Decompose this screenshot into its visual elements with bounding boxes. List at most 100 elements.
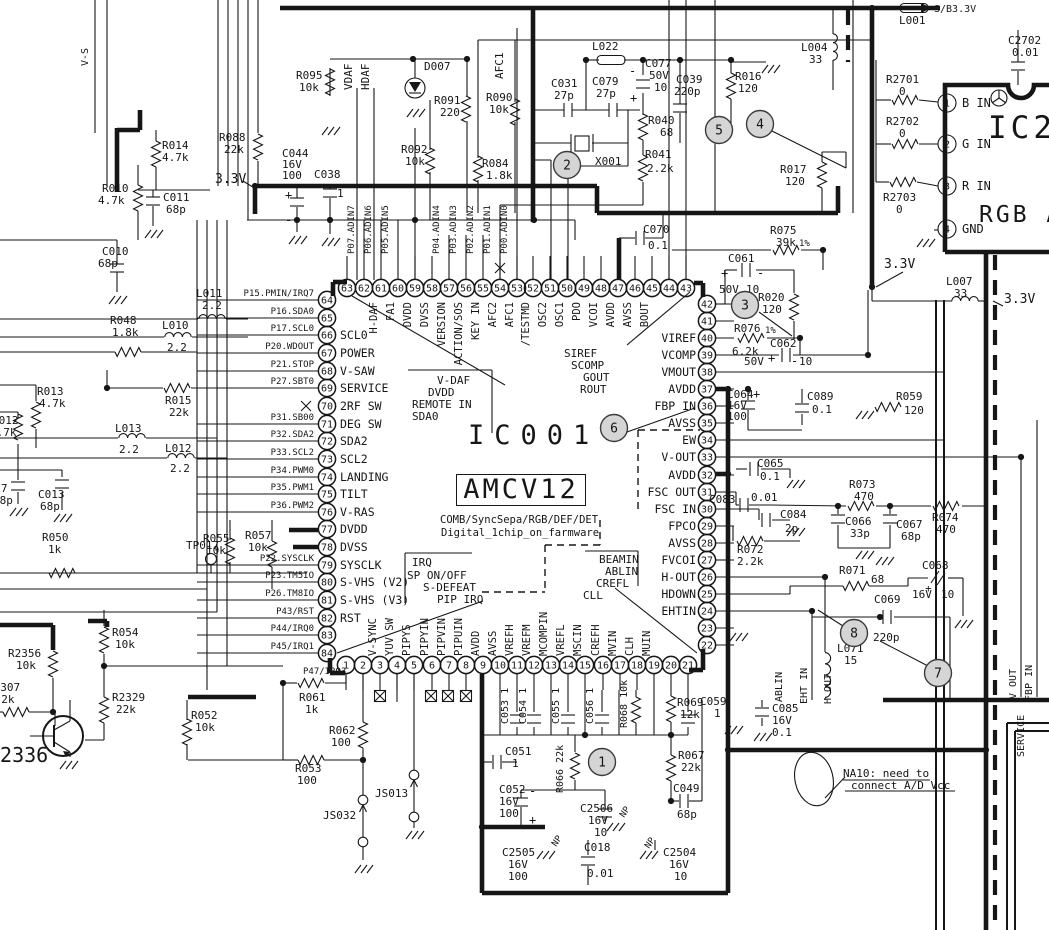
component-label: R071 bbox=[839, 564, 866, 577]
component-label: 16V bbox=[727, 399, 747, 412]
component-label: 16V bbox=[588, 814, 608, 827]
ic-pin-82: 82 bbox=[317, 608, 337, 628]
callout-6: 6 bbox=[599, 413, 629, 443]
component-label: R091 bbox=[434, 94, 461, 107]
component-label: R090 bbox=[486, 91, 513, 104]
svg-text:24: 24 bbox=[701, 607, 713, 618]
resistor-symbol bbox=[842, 580, 870, 592]
component-label: + bbox=[630, 91, 637, 105]
svg-text:VREFH: VREFH bbox=[504, 624, 516, 656]
svg-text:FPCO: FPCO bbox=[668, 519, 696, 533]
resistor-symbol bbox=[772, 244, 800, 256]
ic-pin-3: 3 bbox=[370, 655, 390, 675]
ground-symbol bbox=[954, 619, 974, 629]
component-label: 120 bbox=[904, 404, 924, 417]
svg-text:FVCOI: FVCOI bbox=[661, 553, 696, 567]
svg-text:VREFM: VREFM bbox=[521, 624, 533, 656]
callout-4: 4 bbox=[745, 109, 775, 139]
component-label: CREFL bbox=[596, 577, 629, 590]
resistor-symbol bbox=[737, 332, 765, 344]
component-label: 4.7k bbox=[0, 426, 17, 439]
svg-text:P34.PWM0: P34.PWM0 bbox=[271, 466, 314, 476]
component-label: 10 bbox=[674, 870, 687, 883]
ic-pin-76: 76 bbox=[317, 502, 337, 522]
component-label: R017 bbox=[780, 163, 807, 176]
component-label: C066 bbox=[845, 515, 872, 528]
ic-pin-58: 58 bbox=[422, 278, 442, 298]
capacitor-symbol bbox=[581, 856, 595, 866]
component-label: C083 bbox=[709, 493, 736, 506]
svg-text:PIPVIN: PIPVIN bbox=[436, 618, 448, 656]
component-label: R048 bbox=[110, 314, 137, 327]
svg-text:80: 80 bbox=[321, 578, 333, 589]
svg-text:MSCIN: MSCIN bbox=[572, 624, 584, 656]
svg-text:LANDING: LANDING bbox=[340, 470, 389, 484]
component-label: 0 bbox=[899, 85, 906, 98]
resistor-symbol bbox=[630, 696, 642, 724]
component-label: SCOMP bbox=[571, 359, 604, 372]
component-label: C049 bbox=[673, 782, 700, 795]
ic-pin-59: 59 bbox=[405, 278, 425, 298]
svg-text:DVSS: DVSS bbox=[419, 302, 431, 327]
component-label: REMOTE IN bbox=[412, 398, 472, 411]
component-label: 220 bbox=[440, 106, 460, 119]
component-label: + bbox=[768, 351, 775, 365]
resistor-symbol bbox=[297, 677, 325, 689]
component-label: 10k bbox=[489, 103, 509, 116]
component-label: JS032 bbox=[323, 809, 356, 822]
svg-text:67: 67 bbox=[321, 349, 333, 360]
capacitor-symbol bbox=[1011, 61, 1025, 71]
svg-text:15: 15 bbox=[579, 661, 591, 672]
svg-text:47: 47 bbox=[612, 284, 624, 295]
ic-pin-17: 17 bbox=[610, 655, 630, 675]
svg-text:16: 16 bbox=[597, 661, 609, 672]
component-label: C044 bbox=[282, 147, 309, 160]
svg-text:28: 28 bbox=[701, 539, 713, 550]
svg-text:AVDD: AVDD bbox=[668, 468, 696, 482]
component-label: 3.3V bbox=[1004, 292, 1035, 307]
svg-text:34: 34 bbox=[701, 436, 713, 447]
component-label: - bbox=[757, 266, 764, 280]
svg-text:2: 2 bbox=[563, 159, 571, 174]
ic-pin-19: 19 bbox=[644, 655, 664, 675]
component-label: 50V bbox=[649, 69, 669, 82]
svg-text:48: 48 bbox=[595, 284, 607, 295]
component-label: 100 bbox=[727, 410, 747, 423]
ic-pin-54: 54 bbox=[490, 278, 510, 298]
component-label: C031 bbox=[551, 77, 578, 90]
svg-text:41: 41 bbox=[701, 317, 713, 328]
svg-text:EW: EW bbox=[682, 433, 696, 447]
component-label: C011 bbox=[163, 191, 190, 204]
svg-text:VCOMP: VCOMP bbox=[661, 348, 696, 362]
svg-text:P31.SB00: P31.SB00 bbox=[271, 413, 314, 423]
svg-text:SDA2: SDA2 bbox=[340, 434, 368, 448]
component-label: 10 bbox=[799, 355, 812, 368]
capacitor-symbol bbox=[761, 513, 771, 527]
capacitor-symbol bbox=[563, 103, 573, 117]
svg-text:4: 4 bbox=[756, 118, 764, 133]
component-label: + bbox=[721, 266, 728, 280]
component-label: R055 bbox=[203, 532, 230, 545]
svg-text:1: 1 bbox=[944, 99, 950, 110]
resistor-symbol bbox=[891, 94, 919, 106]
component-label: 16V bbox=[669, 858, 689, 871]
ic-pin-35: 35 bbox=[697, 413, 717, 433]
svg-text:79: 79 bbox=[321, 561, 333, 572]
ic-pin-67: 67 bbox=[317, 343, 337, 363]
capacitor-symbol bbox=[741, 400, 755, 410]
component-label: - bbox=[629, 64, 636, 78]
svg-text:FSC IN: FSC IN bbox=[654, 502, 696, 516]
svg-text:P32.SDA2: P32.SDA2 bbox=[271, 430, 314, 440]
ic-pin-38: 38 bbox=[697, 362, 717, 382]
ic-pin-79: 79 bbox=[317, 555, 337, 575]
component-label: NP bbox=[618, 805, 633, 820]
component-label: H OUT bbox=[823, 674, 834, 704]
capacitor-symbol bbox=[492, 755, 502, 769]
component-label: 10k bbox=[248, 541, 268, 554]
svg-text:SERVICE: SERVICE bbox=[340, 381, 389, 395]
svg-text:MVIN: MVIN bbox=[607, 631, 619, 656]
ic-pin-74: 74 bbox=[317, 467, 337, 487]
rgb-amp-label: RGB A bbox=[979, 202, 1049, 228]
svg-text:P01.ADIN1: P01.ADIN1 bbox=[483, 205, 493, 254]
svg-text:VREFL: VREFL bbox=[555, 624, 567, 656]
